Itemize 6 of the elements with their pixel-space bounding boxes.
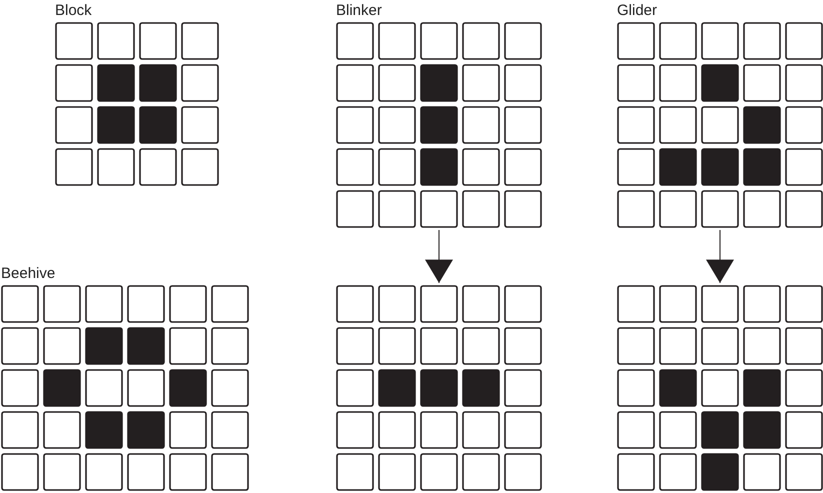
arrow (706, 230, 734, 284)
pattern-title: Glider (617, 2, 658, 19)
arrow (425, 230, 453, 284)
pattern-title: Block (55, 2, 92, 19)
pattern-title: Beehive (1, 265, 56, 282)
pattern-title: Blinker (336, 2, 382, 19)
